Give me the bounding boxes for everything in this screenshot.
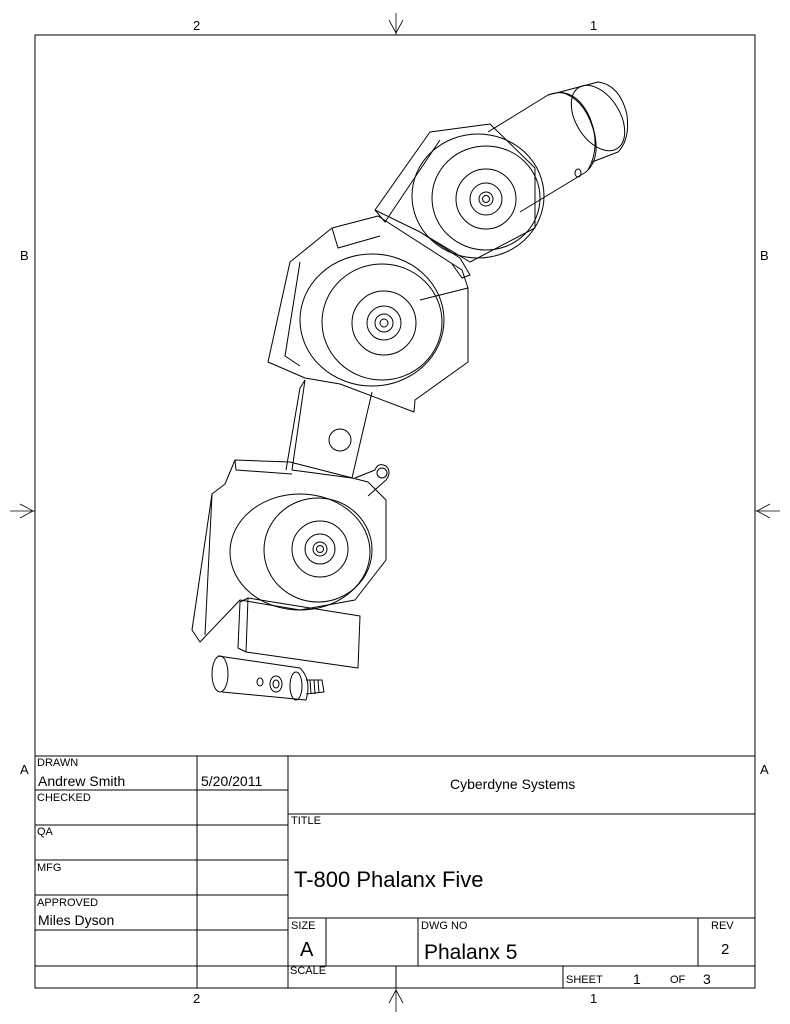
center-mark-bottom [388, 988, 404, 1012]
drawn-label: DRAWN [37, 757, 79, 769]
size-value: A [300, 939, 314, 961]
top-knuckle [411, 133, 545, 259]
approved-label: APPROVED [37, 897, 99, 909]
zone-label-left-a: A [20, 762, 29, 777]
checked-label: CHECKED [37, 792, 91, 804]
center-mark-top [388, 13, 404, 35]
title-block-grid [35, 755, 755, 988]
zone-label-right-b: B [760, 248, 769, 263]
connecting-link [285, 379, 390, 497]
drawing-title: T-800 Phalanx Five [294, 867, 484, 892]
mfg-label: MFG [37, 862, 62, 874]
sheet-label: SHEET [566, 974, 603, 986]
zone-label-left-b: B [20, 248, 29, 263]
phalanx-isometric-view [191, 81, 629, 701]
bottom-knuckle [229, 493, 373, 611]
zone-label-bottom-1: 1 [590, 991, 598, 1006]
zone-label-top-1: 1 [590, 18, 598, 33]
size-label: SIZE [291, 920, 316, 932]
zone-label-top-2: 2 [193, 18, 201, 33]
qa-label: QA [37, 826, 53, 838]
title-label: TITLE [291, 815, 321, 827]
company-name: Cyberdyne Systems [450, 776, 576, 792]
top-cylinder [487, 81, 629, 213]
rev-value: 2 [721, 941, 730, 958]
sheet-number: 1 [633, 971, 641, 987]
drawing-border [34, 34, 756, 989]
center-mark-right [755, 503, 780, 519]
middle-bracket [267, 215, 469, 413]
drawn-name: Andrew Smith [38, 773, 126, 789]
middle-knuckle [299, 253, 445, 387]
bottom-bracket [191, 459, 387, 643]
zone-label-right-a: A [760, 762, 769, 777]
scale-label: SCALE [290, 965, 327, 977]
of-label: OF [670, 974, 686, 986]
top-bracket [374, 123, 536, 279]
drawn-date: 5/20/2011 [201, 773, 263, 789]
zone-label-bottom-2: 2 [193, 991, 201, 1006]
rev-label: REV [711, 920, 734, 932]
bottom-pin [211, 655, 325, 701]
sheet-total: 3 [703, 971, 711, 987]
dwg-no-value: Phalanx 5 [424, 941, 518, 964]
bottom-block [237, 597, 361, 669]
approved-name: Miles Dyson [38, 912, 115, 928]
center-mark-left [10, 503, 35, 519]
dwg-no-label: DWG NO [421, 920, 468, 932]
